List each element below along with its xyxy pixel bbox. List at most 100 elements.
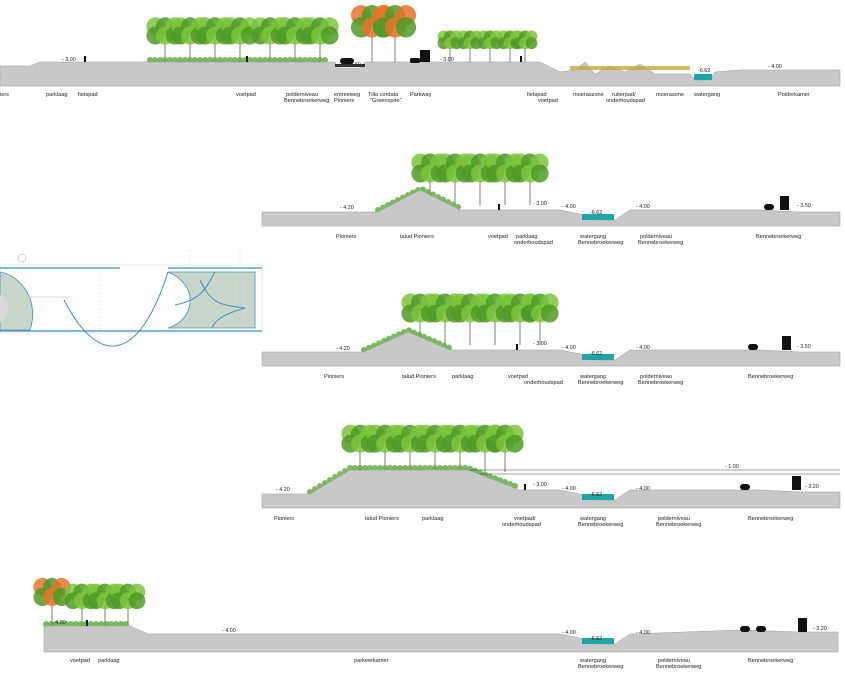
shrub xyxy=(287,57,293,63)
truck-icon xyxy=(782,336,791,350)
shrub xyxy=(167,57,173,63)
shrub xyxy=(282,57,288,63)
section-5-level: - 4.00 xyxy=(52,620,66,626)
shrub xyxy=(212,57,218,63)
shrub xyxy=(387,465,393,471)
section-2-level: - 3.50 xyxy=(797,203,811,209)
shrub xyxy=(442,465,448,471)
tree-canopy xyxy=(128,592,146,610)
section-3-level: - 4.20 xyxy=(336,346,350,352)
section-2-label: watergang xyxy=(579,234,606,240)
section-2-label: Bennebroekerweg xyxy=(638,240,683,246)
section-3-label: polderniveau xyxy=(640,374,672,380)
section-3-level: - 4.00 xyxy=(636,345,650,351)
section-4-label: polderniveau xyxy=(658,516,690,522)
section-4-water xyxy=(582,494,614,500)
person-icon xyxy=(246,56,248,62)
section-2-label: onderhoudspad xyxy=(514,240,553,246)
shrub xyxy=(297,57,303,63)
section-1-road-strip xyxy=(335,64,365,67)
shrub xyxy=(108,621,114,627)
shrub xyxy=(322,57,328,63)
shrub xyxy=(88,621,94,627)
car-icon xyxy=(410,58,420,63)
person-icon xyxy=(86,620,88,626)
section-2-label: Bennebroekerweg xyxy=(578,240,623,246)
section-3-label: voetpad xyxy=(508,374,528,380)
shrub xyxy=(447,465,453,471)
section-1-level-2: - 3.60 xyxy=(347,62,361,68)
section-2-label: polderniveau xyxy=(640,234,672,240)
section-3-level: - 3.50 xyxy=(797,344,811,350)
section-1-label: voetpad xyxy=(538,98,558,104)
section-3-label: Bennebroekerweg xyxy=(638,380,683,386)
section-3-label: onderhoudspad xyxy=(524,380,563,386)
section-1-label: Polderkamer xyxy=(778,92,810,98)
shrub xyxy=(462,465,468,471)
shrub xyxy=(432,465,438,471)
section-5-level: - 4.00 xyxy=(636,630,650,636)
truck-icon xyxy=(792,476,801,490)
shrub xyxy=(347,465,353,471)
section-1-label: polderniveau xyxy=(286,92,318,98)
section-4-label: onderhoudspad xyxy=(502,522,541,528)
shrub xyxy=(272,57,278,63)
shrub xyxy=(207,57,213,63)
shrub xyxy=(357,465,363,471)
truck-icon xyxy=(780,196,789,210)
section-4-level: - 1.00 xyxy=(725,464,739,470)
section-5-label: voetpad xyxy=(70,658,90,664)
shrub xyxy=(457,465,463,471)
section-3-label: watergang xyxy=(579,374,606,380)
shrub xyxy=(147,57,153,63)
shrub xyxy=(152,57,158,63)
shrub xyxy=(267,57,273,63)
shrub xyxy=(187,57,193,63)
person-icon xyxy=(498,204,500,210)
truck-icon xyxy=(798,618,807,632)
shrub xyxy=(98,621,104,627)
shrub xyxy=(58,621,64,627)
section-1-label: voetpad xyxy=(236,92,256,98)
tree-canopy xyxy=(540,304,559,323)
section-1-label: Parkway xyxy=(410,92,432,98)
shrub xyxy=(48,621,54,627)
section-1-ground xyxy=(0,61,841,87)
tree-canopy xyxy=(530,164,549,183)
shrub xyxy=(63,621,69,627)
car-icon xyxy=(756,626,766,632)
section-3-label: Bennebroekerweg xyxy=(578,380,623,386)
section-5-level: - 3.20 xyxy=(813,626,827,632)
section-3-label: talud Pioniers xyxy=(402,374,436,380)
shrub xyxy=(377,465,383,471)
section-5-level: - 4.00 xyxy=(562,630,576,636)
section-5-vegetation xyxy=(33,577,146,627)
plan-drawing xyxy=(0,250,263,347)
car-icon xyxy=(764,204,774,210)
section-3-water xyxy=(582,354,614,360)
shrub xyxy=(162,57,168,63)
shrub xyxy=(406,327,412,334)
shrub xyxy=(302,57,308,63)
section-3-label: Pioniers xyxy=(324,374,344,380)
vehicles xyxy=(340,50,807,632)
shrub xyxy=(407,465,413,471)
section-1-label: moerasone xyxy=(656,92,684,98)
section-4-label: talud Pioniers xyxy=(365,516,399,522)
person-icon xyxy=(520,56,522,62)
shrub xyxy=(262,57,268,63)
section-1-water xyxy=(694,74,712,80)
section-1-level-1: - 3.00 xyxy=(62,57,76,63)
shrub xyxy=(417,465,423,471)
section-2-level: - 4.20 xyxy=(340,205,354,211)
shrub xyxy=(412,465,418,471)
section-5-label: Bennebroekerweg xyxy=(656,664,701,670)
tree-canopy xyxy=(395,17,417,38)
shrub xyxy=(362,465,368,471)
section-2-ground xyxy=(261,189,841,227)
shrub xyxy=(292,57,298,63)
shrub xyxy=(237,57,243,63)
shrub xyxy=(177,57,183,63)
section-1-vegetation xyxy=(146,5,538,63)
section-3-vegetation xyxy=(361,293,559,353)
